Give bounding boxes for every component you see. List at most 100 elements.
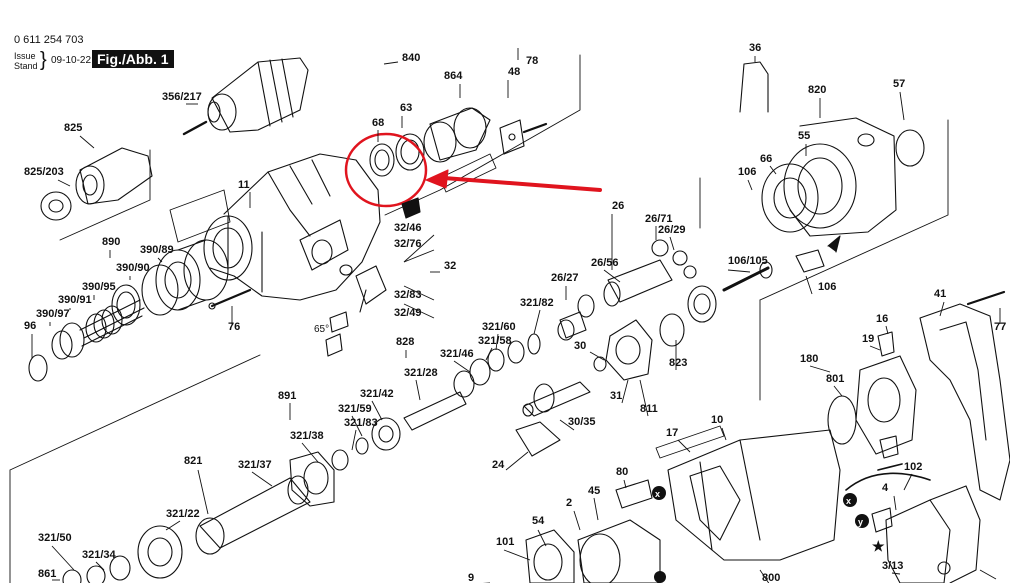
part-number-label: 16 (876, 313, 888, 325)
part-number-label: 32/46 (394, 222, 422, 234)
part-number-label: 48 (508, 66, 520, 78)
part-number-label: 390/97 (36, 308, 70, 320)
part-number-label: 390/91 (58, 294, 92, 306)
leader-line (351, 429, 357, 451)
leader-line (869, 345, 881, 351)
leader-line (589, 351, 605, 361)
issue-label-1: Issue (14, 51, 36, 61)
leader-line (559, 419, 575, 431)
part-number-label: 66 (760, 153, 772, 165)
leader-line (485, 347, 493, 361)
leader-line (885, 325, 889, 335)
part-number-label: 32/76 (394, 238, 422, 250)
part-number-label: 321/58 (478, 335, 512, 347)
leader-line (639, 379, 649, 417)
part-number-label: 106 (818, 281, 836, 293)
part-number-label: 864 (444, 70, 463, 82)
angle-label: 65° (314, 324, 329, 335)
part-number-label: 32 (444, 260, 456, 272)
part-number-label: 19 (862, 333, 874, 345)
part-number-label: 321/46 (440, 348, 474, 360)
leader-line (805, 275, 813, 295)
part-number-label: 55 (798, 130, 810, 142)
part-number-label: 11 (238, 179, 250, 191)
leader-line (603, 269, 621, 283)
part-number-label: 321/34 (82, 549, 117, 561)
part-drawings (9, 54, 1010, 588)
part-number-label: 321/38 (290, 430, 324, 442)
part-number-label: 3/13 (882, 560, 903, 572)
part-number-label: 10 (711, 414, 723, 426)
part-number-label: 321/42 (360, 388, 394, 400)
leader-line (533, 309, 541, 335)
leader-line (593, 497, 599, 521)
leader-line (727, 269, 751, 273)
part-number-label: 31 (610, 390, 622, 402)
leader-line (51, 545, 75, 571)
leader-line (165, 520, 181, 531)
callout-markers: x x y ★ (652, 486, 885, 583)
leader-line (57, 179, 71, 187)
leader-line (371, 400, 383, 421)
part-number-label: 820 (808, 84, 826, 96)
leader-line (351, 415, 363, 437)
leader-line (623, 479, 627, 489)
part-number-label: 101 (496, 536, 514, 548)
part-number-label: 321/82 (520, 297, 554, 309)
part-number-label: 26/27 (551, 272, 579, 284)
leader-line (403, 303, 435, 319)
leader-line (899, 91, 905, 121)
part-number-label: 811 (640, 403, 658, 415)
leader-line (403, 234, 435, 263)
leader-line (383, 61, 399, 65)
leader-line (453, 360, 471, 373)
callout-y-marker (855, 514, 869, 528)
part-number-label: 390/89 (140, 244, 174, 256)
leader-line (495, 333, 499, 351)
part-number-label: 26/56 (591, 257, 619, 269)
part-number-label: 4 (882, 482, 889, 494)
part-number-label: 390/95 (82, 281, 116, 293)
part-number-label: 41 (934, 288, 946, 300)
leader-line (503, 549, 531, 561)
part-number-label: 321/83 (344, 417, 378, 429)
leader-line (939, 301, 945, 317)
svg-text:y: y (858, 517, 863, 527)
part-number-label: 36 (749, 42, 761, 54)
issue-date: 09-10-22 (51, 55, 92, 66)
svg-text:x: x (655, 489, 660, 499)
leader-line (573, 510, 581, 531)
leader-line (301, 442, 319, 463)
part-number-label: 821 (184, 455, 202, 467)
callout-y-marker (654, 571, 666, 583)
leader-line (721, 427, 727, 441)
part-number-label: 76 (228, 321, 240, 333)
part-number-label: 80 (616, 466, 628, 478)
part-number-label: 77 (994, 321, 1006, 333)
leader-line (537, 529, 547, 547)
part-number-label: 96 (24, 320, 36, 332)
issue-brace: } (40, 49, 47, 71)
part-number-label: 24 (492, 459, 505, 471)
part-number-label: 26 (612, 200, 624, 212)
part-number-label: 825/203 (24, 166, 64, 178)
part-number-label: 180 (800, 353, 818, 365)
part-number-label: 321/50 (38, 532, 72, 544)
leader-line (677, 439, 691, 453)
leader-line (893, 495, 897, 511)
leader-line (891, 572, 901, 575)
part-number-label: 106 (738, 166, 756, 178)
part-number-label: 26/29 (658, 224, 686, 236)
part-number-label: 63 (400, 102, 412, 114)
leader-line (621, 379, 629, 404)
part-number-label: 45 (588, 485, 600, 497)
part-number-label: 321/22 (166, 508, 200, 520)
leader-line (157, 257, 163, 263)
part-number-label: 17 (666, 427, 678, 439)
leader-line (903, 473, 913, 491)
part-number-label: 26/71 (645, 213, 673, 225)
leader-line (197, 469, 209, 515)
leader-line (251, 471, 273, 487)
leader-line (505, 451, 529, 471)
